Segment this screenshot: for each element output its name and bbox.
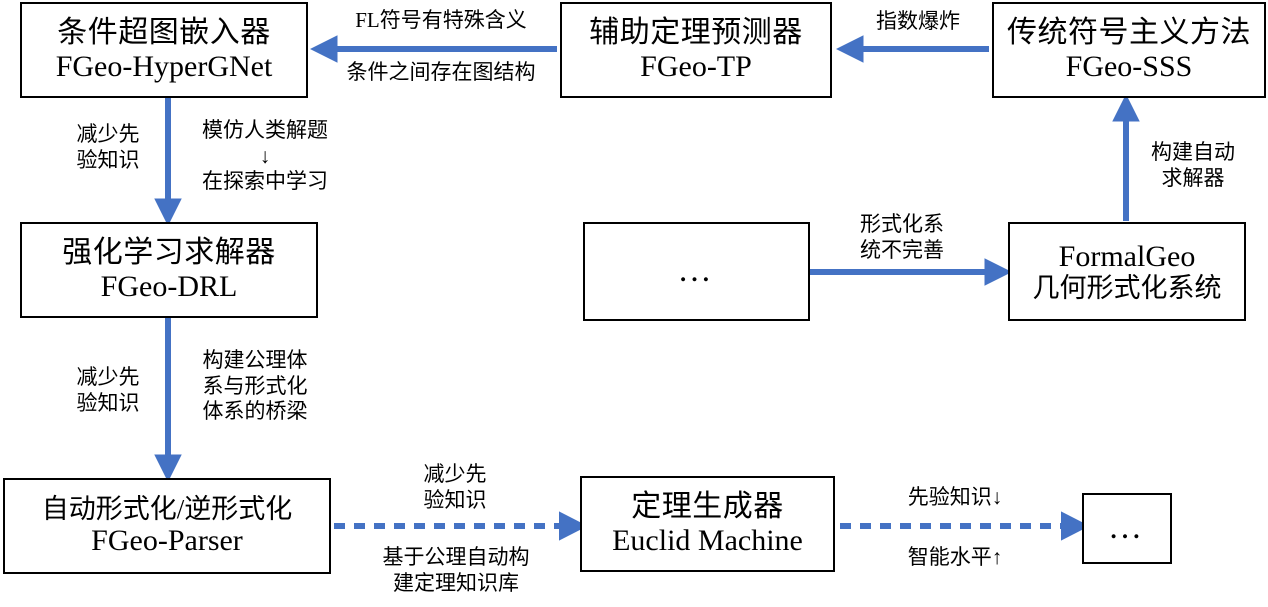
edge-label-parser-to-euclid-above: 减少先 验知识 xyxy=(423,462,487,512)
node-label-line1: 自动形式化/逆形式化 xyxy=(41,494,293,525)
node-label-line2: 几何形式化系统 xyxy=(1032,273,1222,304)
node-label-line2: FGeo-HyperGNet xyxy=(55,50,273,83)
edge-label-hypergnet-to-drl-left: 减少先 验知识 xyxy=(76,122,140,172)
node-fgeo-drl[interactable]: 强化学习求解器 FGeo-DRL xyxy=(20,222,318,318)
edge-label-formalgeo-to-sss: 构建自动 求解器 xyxy=(1151,140,1235,190)
node-formalgeo[interactable]: FormalGeo 几何形式化系统 xyxy=(1008,222,1246,321)
edge-label-euclid-to-end-below: 智能水平↑ xyxy=(907,545,1003,569)
node-label-line2: FGeo-TP xyxy=(640,50,752,83)
node-label-line1: 强化学习求解器 xyxy=(62,236,276,270)
edge-label-hypergnet-to-drl-right: 模仿人类解题 ↓ 在探索中学习 xyxy=(202,118,328,194)
edge-label-tp-to-hypergnet-below: 条件之间存在图结构 xyxy=(346,60,536,84)
node-label-line1: 辅助定理预测器 xyxy=(589,16,803,50)
node-fgeo-parser[interactable]: 自动形式化/逆形式化 FGeo-Parser xyxy=(3,478,331,574)
node-label-line1: FormalGeo xyxy=(1058,239,1196,273)
ellipsis-icon: … xyxy=(677,252,716,290)
edge-label-sss-to-tp: 指数爆炸 xyxy=(876,9,960,33)
edge-label-tp-to-hypergnet-above: FL符号有特殊含义 xyxy=(355,8,527,32)
node-label-line1: 传统符号主义方法 xyxy=(1007,16,1251,50)
edge-label-euclid-to-end-above: 先验知识↓ xyxy=(907,485,1003,509)
edge-label-drl-to-parser-left: 减少先 验知识 xyxy=(76,365,140,415)
node-fgeo-sss[interactable]: 传统符号主义方法 FGeo-SSS xyxy=(992,2,1266,98)
node-fgeo-tp[interactable]: 辅助定理预测器 FGeo-TP xyxy=(560,2,832,98)
node-ellipsis-middle[interactable]: … xyxy=(583,222,810,321)
node-label-line1: 条件超图嵌入器 xyxy=(57,16,271,50)
edge-label-ellipsis-to-formalgeo: 形式化系 统不完善 xyxy=(860,212,944,262)
node-euclid-machine[interactable]: 定理生成器 Euclid Machine xyxy=(580,476,835,572)
edge-label-drl-to-parser-right: 构建公理体 系与形式化 体系的桥梁 xyxy=(202,348,308,424)
node-label-line2: FGeo-DRL xyxy=(100,270,238,303)
node-ellipsis-end[interactable]: … xyxy=(1082,493,1172,564)
node-label-line2: Euclid Machine xyxy=(612,524,803,557)
node-label-line2: FGeo-Parser xyxy=(91,524,243,558)
node-fgeo-hypergnet[interactable]: 条件超图嵌入器 FGeo-HyperGNet xyxy=(20,2,308,98)
edge-label-parser-to-euclid-below: 基于公理自动构 建定理知识库 xyxy=(382,545,530,595)
ellipsis-icon: … xyxy=(1108,509,1146,547)
node-label-line2: FGeo-SSS xyxy=(1065,50,1193,83)
node-label-line1: 定理生成器 xyxy=(631,490,784,524)
